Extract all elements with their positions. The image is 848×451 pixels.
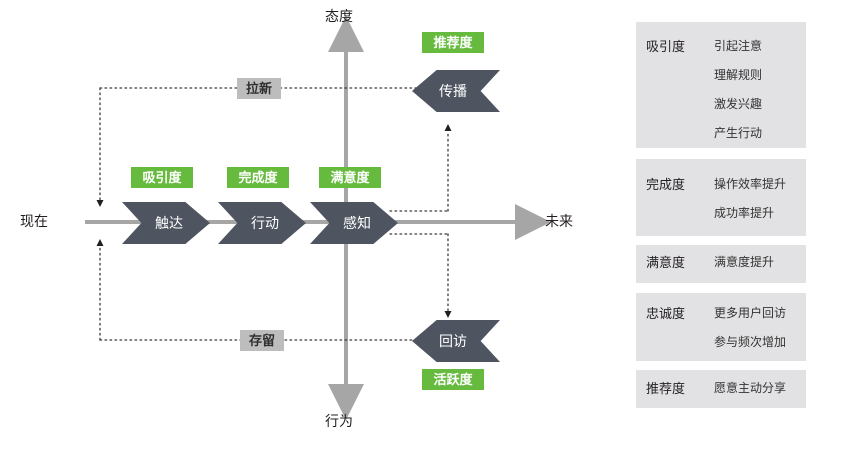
axis-label-behavior: 行为 (325, 413, 353, 429)
metric-tag-recommendation: 推荐度 (422, 32, 484, 53)
connector-perception-to-revisit (389, 233, 452, 318)
metric-tag-attraction: 吸引度 (131, 167, 193, 188)
loop-label-retention: 存留 (240, 330, 284, 351)
connector-perception-to-share (389, 124, 452, 212)
legend-category-recommendation: 推荐度 (646, 381, 686, 396)
legend-item: 愿意主动分享 (714, 381, 787, 395)
loop-path-retention (96, 239, 419, 341)
loop-path-acquisition (96, 87, 419, 207)
legend-category-loyalty: 忠诚度 (646, 306, 686, 321)
loop-label-acquisition: 拉新 (237, 78, 281, 99)
legend-item: 参与频次增加 (714, 335, 787, 349)
legend-group-recommendation (636, 370, 806, 408)
stage-chevron-action-label: 行动 (251, 215, 279, 231)
axis-label-present: 现在 (20, 213, 48, 229)
metric-tag-completion: 完成度 (227, 167, 289, 188)
legend-item: 产生行动 (714, 126, 763, 140)
legend-item: 激发兴趣 (714, 97, 763, 111)
legend-group-completion (636, 159, 806, 236)
legend-item: 成功率提升 (714, 206, 775, 220)
legend-item: 操作效率提升 (714, 177, 787, 191)
legend-category-completion: 完成度 (646, 177, 686, 192)
legend-group-satisfaction (636, 245, 806, 283)
legend-group-loyalty (636, 293, 806, 361)
axis-label-attitude: 态度 (325, 8, 353, 24)
stage-chevron-reach-label: 触达 (155, 215, 183, 231)
legend-item: 引起注意 (714, 39, 763, 53)
legend-category-attraction: 吸引度 (646, 39, 686, 54)
legend-item: 满意度提升 (714, 255, 775, 269)
metric-tag-activity: 活跃度 (422, 369, 484, 390)
metric-tag-satisfaction: 满意度 (319, 167, 381, 188)
outcome-chevron-revisit-label: 回访 (439, 333, 467, 349)
legend-item: 理解规则 (714, 68, 763, 82)
stage-chevron-perception-label: 感知 (343, 215, 371, 231)
legend-group-attraction (636, 22, 806, 148)
outcome-chevron-share-label: 传播 (439, 83, 467, 99)
legend-item: 更多用户回访 (714, 306, 787, 320)
axis-label-future: 未来 (545, 213, 573, 229)
legend-category-satisfaction: 满意度 (646, 255, 686, 270)
